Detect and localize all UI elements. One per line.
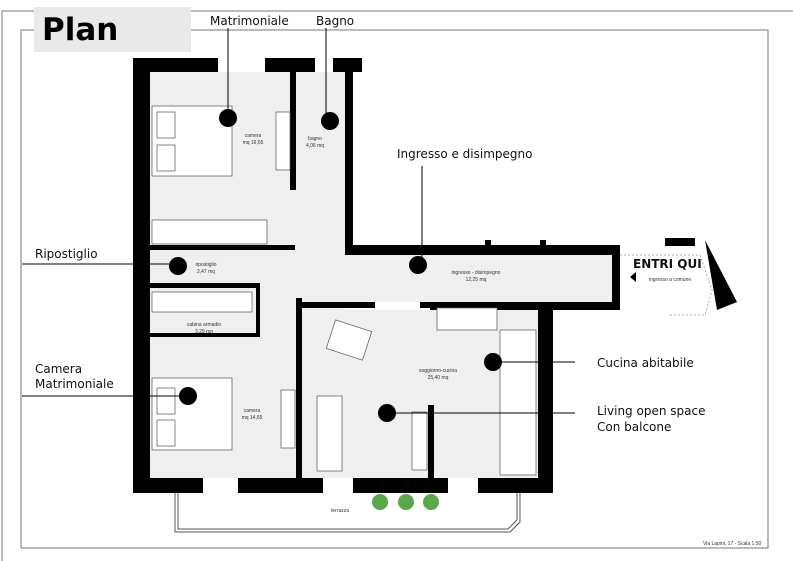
plants [372,494,439,510]
entrance-label: ENTRI QUI [633,257,702,271]
room-area: 25,40 mq [427,375,449,381]
room-area: mq 16,65 [242,140,264,146]
callout-ripostiglio: Ripostiglio [35,247,98,261]
callout-dots [169,109,502,422]
room-area: 2,47 mq [196,269,216,275]
room-name: bagno [308,136,322,142]
callout-cucina: Cucina abitabile [597,356,694,370]
callout-camera-line1: Camera [35,362,83,376]
room-name: camera [244,133,262,139]
page-title: Plan [42,12,119,48]
callout-lines [22,28,575,414]
room-name: ripostiglio [195,262,217,268]
callout-ingresso: Ingresso e disimpegno [397,147,533,161]
room-name: ingresso - disimpegno [451,270,501,276]
page-frame [1,10,793,561]
room-name: camera [243,408,261,414]
entrance-sub-label: ingresso a comune [648,277,692,283]
room-area: 3,29 mq [194,329,214,335]
title-box [34,7,191,52]
entrance-arrow-icon [630,272,636,282]
room-area: 12,25 mq [465,277,487,283]
callout-bagno: Bagno [316,14,355,28]
terrace [174,493,521,533]
room-terrazza: terrazza [331,508,349,515]
callout-matrimoniale: Matrimoniale [210,14,289,28]
entrance-outline [620,254,713,316]
callout-living-line2: Con balcone [597,420,672,434]
room-name: cabina armadio [186,322,222,328]
callout-living-line1: Living open space [597,404,706,418]
callout-camera-line2: Matrimoniale [35,377,114,391]
room-area: mq 14,65 [241,415,263,421]
walls [133,58,737,493]
room-name: soggiorno-cucina [418,368,458,374]
room-name: terrazza [330,508,350,514]
room-area: 4,06 mq [305,143,325,149]
footer-scale: Via Lapini, 17 - Scala 1:50 [703,541,762,547]
